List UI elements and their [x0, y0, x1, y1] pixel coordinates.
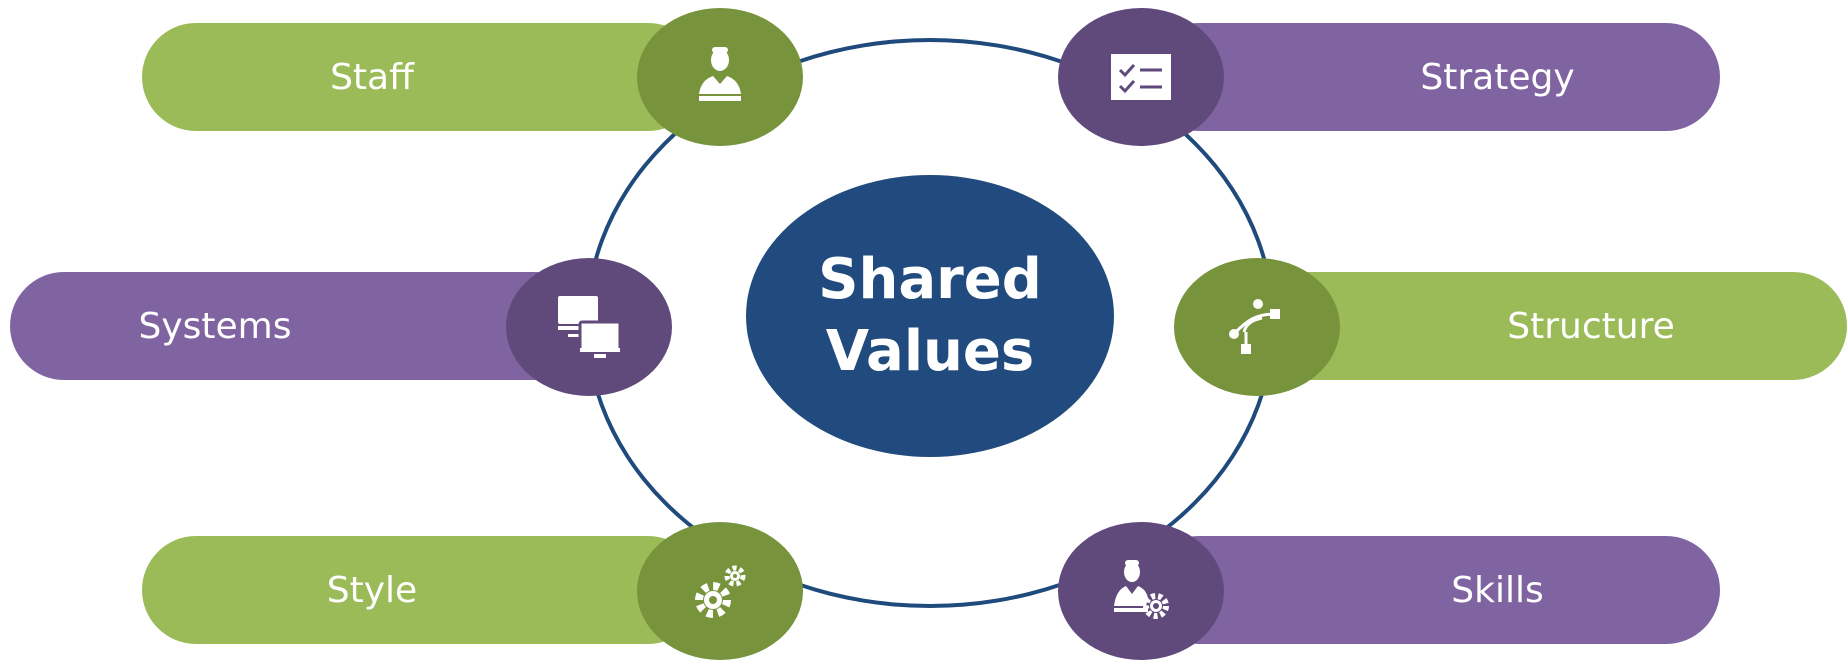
structure-bubble	[1174, 258, 1340, 396]
systems-bubble	[506, 258, 672, 396]
checklist-icon	[1111, 54, 1171, 100]
staff-pill: Staff	[142, 23, 702, 131]
systems-label: Systems	[138, 305, 292, 347]
structure-pill: Structure	[1245, 272, 1847, 380]
gears-icon	[695, 565, 746, 618]
person-gear-icon	[1114, 560, 1169, 619]
style-bubble	[637, 522, 803, 660]
skills-label: Skills	[1451, 569, 1544, 611]
skills-bubble	[1058, 522, 1224, 660]
shared-values-label: Shared Values	[818, 247, 1042, 384]
skills-pill: Skills	[1145, 536, 1720, 644]
strategy-label: Strategy	[1420, 56, 1575, 98]
systems-pill: Systems	[10, 272, 590, 380]
strategy-bubble	[1058, 8, 1224, 146]
structure-label: Structure	[1507, 305, 1675, 347]
staff-label: Staff	[330, 56, 414, 98]
nodes-icon	[1229, 299, 1280, 354]
style-pill: Style	[142, 536, 702, 644]
computers-icon	[558, 296, 622, 358]
person-icon	[699, 47, 741, 101]
staff-bubble	[637, 8, 803, 146]
strategy-pill: Strategy	[1145, 23, 1720, 131]
style-label: Style	[326, 569, 418, 611]
shared-values-hub: Shared Values	[746, 175, 1114, 457]
